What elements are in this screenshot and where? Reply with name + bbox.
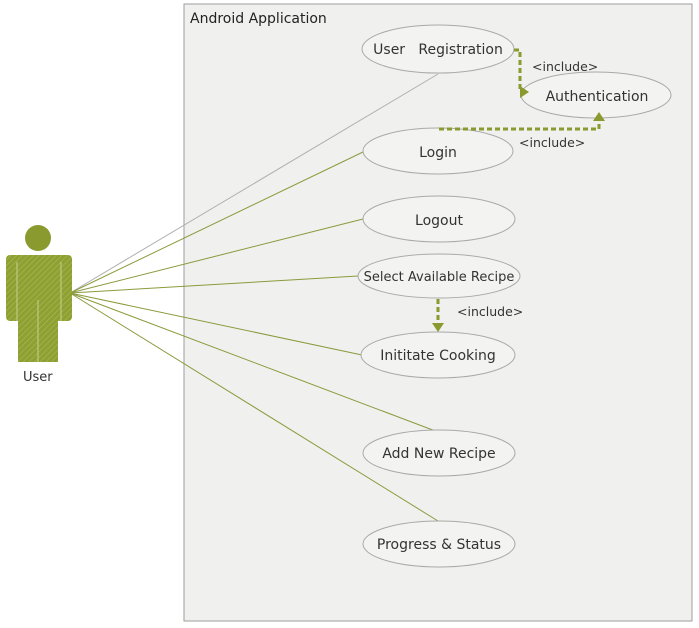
- association-logout: [69, 218, 364, 294]
- use-case-label: Add New Recipe: [382, 446, 495, 462]
- actor-user: User: [6, 225, 72, 385]
- use-case-ellipse: [362, 195, 516, 243]
- use-case-label: Logout: [415, 213, 463, 229]
- use-case-ellipse: [362, 520, 516, 568]
- use-case-label: Select Available Recipe: [364, 270, 515, 285]
- association-login: [69, 151, 364, 294]
- use-case-authentication: Authentication: [520, 71, 672, 119]
- use-case-label: Authentication: [546, 89, 649, 105]
- use-case-initiate-cooking: Inititate Cooking: [360, 331, 516, 379]
- use-case-label: Inititate Cooking: [380, 348, 496, 364]
- association-progress: [69, 292, 439, 522]
- use-case-label: Progress & Status: [377, 537, 501, 553]
- actor-head: [25, 225, 51, 251]
- system-title: Android Application: [190, 11, 327, 27]
- include-arrowhead: [593, 112, 605, 121]
- use-case-login: Login: [362, 127, 514, 175]
- use-case-select-recipe: Select Available Recipe: [357, 253, 521, 299]
- include-arrowhead: [520, 86, 529, 98]
- use-case-ellipse: [357, 253, 521, 299]
- associations: [69, 73, 439, 522]
- use-case-ellipse: [362, 429, 516, 477]
- include-registration-authentication: <include>: [514, 48, 598, 98]
- association-initiate-cooking: [69, 292, 363, 356]
- association-registration: [69, 73, 439, 294]
- use-case-progress: Progress & Status: [362, 520, 516, 568]
- include-select-recipe-initiate-cooking: <include>: [432, 299, 523, 332]
- use-case-add-recipe: Add New Recipe: [362, 429, 516, 477]
- use-case-logout: Logout: [362, 195, 516, 243]
- association-select-recipe: [69, 275, 359, 294]
- include-arrowhead: [432, 323, 444, 332]
- include-label: <include>: [519, 135, 585, 150]
- association-add-recipe: [69, 292, 439, 433]
- use-case-label: Login: [419, 145, 457, 161]
- use-case-label: User Registration: [373, 42, 503, 58]
- use-case-ellipse: [362, 127, 514, 175]
- include-label: <include>: [532, 59, 598, 74]
- include-login-authentication: <include>: [439, 112, 605, 150]
- actor-label: User: [23, 370, 53, 385]
- use-case-registration: User Registration: [361, 24, 515, 74]
- include-label: <include>: [457, 304, 523, 319]
